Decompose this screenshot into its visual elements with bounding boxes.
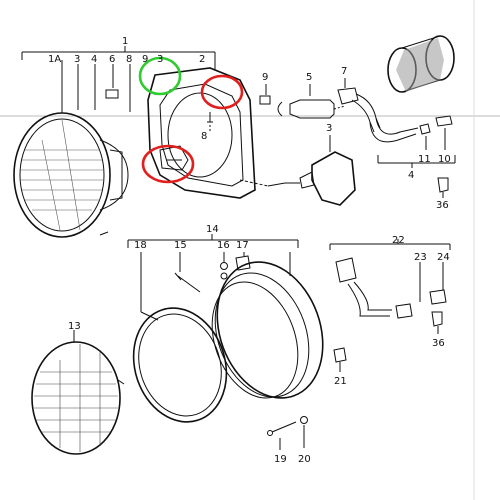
label-11: 11	[418, 154, 431, 165]
connector-7	[337, 78, 381, 133]
sealed-beam-13	[31, 330, 125, 455]
label-14: 14	[206, 224, 219, 235]
screw-19	[267, 421, 297, 450]
label-13: 13	[68, 321, 81, 332]
group-4-bracket	[377, 155, 456, 168]
label-36-upper: 36	[436, 200, 449, 211]
clip-21	[333, 347, 347, 372]
bulb-5	[277, 84, 346, 119]
label-18: 18	[134, 240, 147, 251]
label-1a: 1A	[48, 54, 61, 65]
label-23: 23	[414, 252, 427, 263]
label-22: 22	[392, 235, 405, 246]
wire-harness-upper	[369, 115, 453, 150]
clip-36-lower	[431, 311, 443, 334]
label-20: 20	[298, 454, 311, 465]
label-17: 17	[236, 240, 249, 251]
clip-36-upper	[437, 177, 449, 198]
label-2: 2	[199, 54, 205, 65]
highlight-green-circle	[138, 56, 182, 96]
label-10: 10	[438, 154, 451, 165]
label-24: 24	[437, 252, 450, 263]
label-3c: 3	[326, 123, 332, 134]
label-8: 8	[201, 131, 207, 142]
part-6-clip	[105, 64, 119, 99]
highlight-red-circle-top	[200, 74, 244, 110]
clip-9	[259, 84, 271, 105]
screw-8	[207, 112, 213, 132]
washer-20	[300, 416, 308, 448]
group-14-bracket	[127, 234, 299, 248]
label-19: 19	[274, 454, 287, 465]
socket-3	[285, 135, 356, 206]
label-8a: 8	[126, 54, 132, 65]
label-1: 1	[122, 36, 128, 47]
label-21: 21	[334, 376, 347, 387]
label-36-lower: 36	[432, 338, 445, 349]
headlight-lens-1a	[13, 60, 129, 238]
label-3b: 3	[157, 54, 163, 65]
screw-15	[174, 252, 201, 293]
label-9a: 9	[142, 54, 148, 65]
label-3: 3	[74, 54, 80, 65]
label-6: 6	[109, 54, 115, 65]
mounting-ring	[211, 252, 324, 399]
trim-ring-18	[132, 252, 228, 423]
highlight-red-circle-bottom	[141, 144, 195, 184]
label-4a: 4	[91, 54, 97, 65]
label-9: 9	[262, 72, 268, 83]
parts-16-17	[220, 252, 251, 280]
rubber-boot	[387, 35, 455, 93]
label-16: 16	[217, 240, 230, 251]
label-7: 7	[341, 66, 347, 77]
label-5: 5	[306, 72, 312, 83]
label-15: 15	[174, 240, 187, 251]
label-4: 4	[408, 170, 414, 181]
group-1-bracket	[21, 46, 216, 60]
harness-22	[329, 239, 451, 319]
